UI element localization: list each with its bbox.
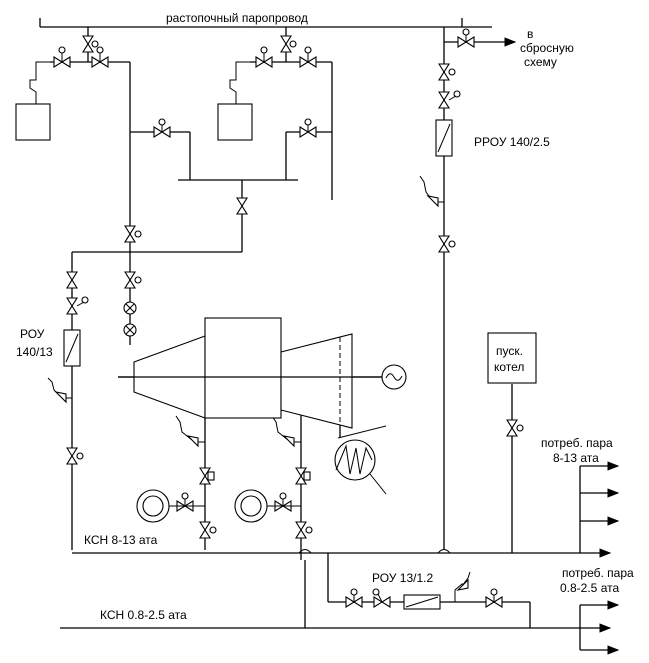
- valve-t1-2: [199, 521, 217, 539]
- rou2-label: РОУ 13/1.2: [372, 571, 433, 585]
- valve-right-cross: [299, 118, 317, 138]
- boiler-label-1: пуск.: [496, 344, 523, 358]
- valve-left-2: [91, 46, 109, 68]
- rou-label-1: РОУ: [20, 327, 45, 341]
- boiler-right: [217, 103, 253, 141]
- exhaust-label-1: в: [527, 27, 533, 41]
- valve-pump1: [176, 492, 194, 512]
- exhaust-label-2: сбросную: [520, 41, 574, 55]
- ksn1-label: КСН 8-13 ата: [84, 533, 158, 547]
- rrou-label: РРОУ 140/2.5: [474, 135, 550, 149]
- valve-right-1: [255, 46, 273, 68]
- valve-exh-2: [438, 90, 461, 109]
- valve-exhaust: [457, 28, 475, 48]
- condenser-icon: [334, 439, 376, 481]
- valve-rou-in-2: [66, 296, 89, 315]
- valve-rou2-2: [372, 588, 391, 608]
- consumer2-label-2: 0.8-2.5 ата: [560, 581, 619, 595]
- valve-rou-in-1: [66, 271, 78, 289]
- safety-valves: [47, 175, 471, 591]
- exhaust-label-3: схему: [524, 55, 557, 69]
- valve-exh-1: [438, 63, 456, 81]
- valve-t2-1: [295, 467, 311, 485]
- valve-rou2-1: [345, 588, 363, 608]
- valve-exh-3: [438, 235, 456, 253]
- valve-t1-1: [199, 467, 215, 485]
- valve-t2-2: [295, 521, 313, 539]
- header-label: растопочный паропровод: [166, 11, 308, 25]
- valve-right-2: [299, 46, 317, 68]
- rou-devices: [63, 119, 453, 610]
- valve-left-cross: [153, 118, 171, 138]
- labels: растопочный паропровод в сбросную схему …: [16, 11, 634, 622]
- consumer2-label-1: потреб. пара: [562, 566, 634, 580]
- startup-boiler-box: [487, 332, 537, 384]
- valve-pump2: [274, 492, 292, 512]
- valve-boiler: [506, 419, 524, 437]
- ksn2-label: КСН 0.8-2.5 ата: [100, 608, 187, 622]
- valve-collector: [236, 197, 248, 215]
- boiler-left: [15, 103, 51, 141]
- turbine: [118, 301, 407, 523]
- valve-turbine-feed-1: [124, 225, 142, 243]
- valve-left-1: [53, 46, 71, 68]
- valve-turbine-feed-2: [124, 271, 142, 289]
- consumer1-label-1: потреб. пара: [541, 436, 613, 450]
- consumer1-label-2: 8-13 ата: [553, 451, 599, 465]
- valves: [53, 28, 524, 608]
- rou-label-2: 140/13: [16, 345, 53, 359]
- boiler-label-2: котел: [494, 360, 524, 374]
- valve-rou-out: [66, 447, 84, 465]
- valve-left-top: [82, 35, 99, 53]
- boiler-drums: [15, 103, 253, 141]
- valve-right-top: [280, 35, 297, 53]
- valve-rou2-3: [485, 588, 503, 608]
